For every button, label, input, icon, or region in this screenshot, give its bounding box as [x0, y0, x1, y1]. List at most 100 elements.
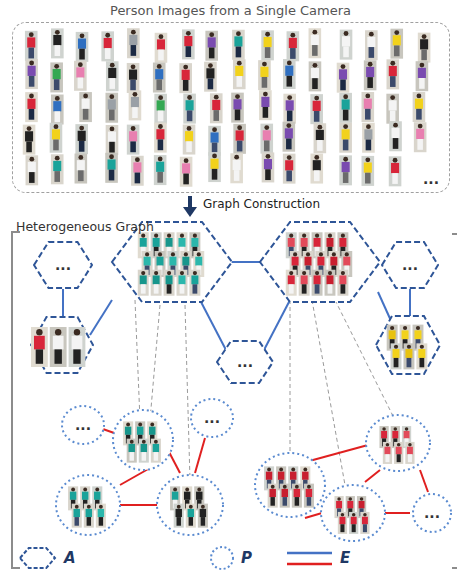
person-legs — [397, 454, 401, 462]
person-photo — [69, 327, 86, 367]
person-shirt — [188, 509, 194, 517]
person-head — [55, 329, 61, 335]
person-legs — [135, 173, 141, 184]
person-photo — [72, 504, 82, 528]
person-head — [154, 271, 158, 275]
person-photo — [138, 270, 149, 296]
person-shirt — [269, 489, 275, 497]
person-legs — [265, 169, 271, 180]
person-head — [95, 488, 99, 492]
person-shirt — [384, 447, 390, 454]
a-hexagon — [376, 316, 440, 374]
p-edge — [305, 513, 322, 518]
person-shirt — [196, 492, 202, 500]
person-head — [71, 488, 75, 492]
person-photo — [340, 30, 353, 60]
person-photo — [106, 61, 119, 91]
person-photo — [205, 31, 218, 61]
person-photo — [414, 122, 427, 152]
p-edge — [385, 512, 410, 514]
person-shirt — [212, 100, 220, 110]
person-shirt — [366, 67, 374, 77]
person-photo — [25, 31, 38, 61]
person-shirt — [290, 472, 296, 480]
person-legs — [421, 49, 427, 60]
person-head — [265, 32, 270, 37]
person-legs — [186, 46, 192, 57]
person-shirt — [108, 99, 116, 109]
person-shirt — [182, 70, 190, 80]
person-shirt — [108, 132, 116, 142]
person-photo — [304, 484, 314, 508]
person-head — [264, 125, 269, 130]
a-edge — [264, 300, 290, 350]
person-head — [349, 497, 353, 501]
a-edge — [409, 289, 411, 316]
p-edge — [120, 468, 150, 485]
p-circle — [113, 410, 173, 470]
person-photo — [174, 504, 184, 528]
person-head — [209, 32, 214, 37]
person-shirt — [359, 501, 365, 508]
person-shirt — [416, 129, 424, 139]
person-shirt — [342, 36, 350, 46]
person-legs — [314, 111, 320, 122]
person-legs — [343, 140, 349, 151]
graph-bracket — [12, 232, 20, 568]
node-text: ... — [237, 355, 253, 369]
person-shirt — [236, 130, 244, 140]
person-shirt — [140, 238, 147, 247]
person-photo — [362, 156, 375, 186]
person-legs — [390, 76, 396, 87]
person-head — [183, 65, 188, 70]
person-head — [138, 423, 142, 427]
person-photo — [208, 152, 221, 182]
person-legs — [307, 497, 311, 506]
person-head — [420, 345, 424, 349]
person-head — [150, 423, 154, 427]
person-legs — [407, 358, 412, 367]
person-shirt — [339, 275, 346, 284]
person-photo — [233, 59, 246, 89]
person-shirt — [391, 163, 399, 173]
p-edge — [420, 470, 428, 492]
person-shirt — [264, 37, 272, 47]
person-head — [184, 252, 188, 256]
person-legs — [192, 284, 197, 293]
person-head — [158, 95, 163, 100]
person-shirt — [211, 159, 219, 169]
node-text: ... — [424, 506, 440, 520]
person-legs — [314, 170, 320, 181]
node-text: ... — [55, 258, 71, 272]
person-head — [29, 32, 34, 37]
person-head — [312, 30, 317, 35]
person-head — [341, 271, 345, 275]
correspondence-line — [312, 300, 345, 485]
person-legs — [130, 80, 136, 91]
step-label: Graph Construction — [203, 197, 320, 211]
person-head — [343, 124, 348, 129]
person-head — [366, 124, 371, 129]
person-shirt — [74, 509, 80, 517]
legend-hexagon — [20, 548, 55, 568]
person-head — [142, 440, 146, 444]
person-head — [193, 234, 197, 238]
p-circle — [157, 475, 223, 535]
person-head — [307, 485, 311, 489]
person-photo — [416, 343, 427, 369]
person-head — [287, 61, 292, 66]
person-shirt — [53, 35, 61, 45]
correspondence-line — [185, 305, 190, 480]
person-photo — [312, 270, 323, 296]
person-photo — [151, 270, 162, 296]
person-head — [158, 157, 163, 162]
person-shirt — [27, 99, 35, 109]
person-shirt — [339, 69, 347, 79]
person-shirt — [314, 238, 321, 247]
person-legs — [393, 138, 399, 149]
person-photo — [403, 343, 414, 369]
person-head — [289, 271, 293, 275]
person-photo — [231, 93, 244, 123]
person-shirt — [141, 444, 147, 452]
person-head — [158, 252, 162, 256]
